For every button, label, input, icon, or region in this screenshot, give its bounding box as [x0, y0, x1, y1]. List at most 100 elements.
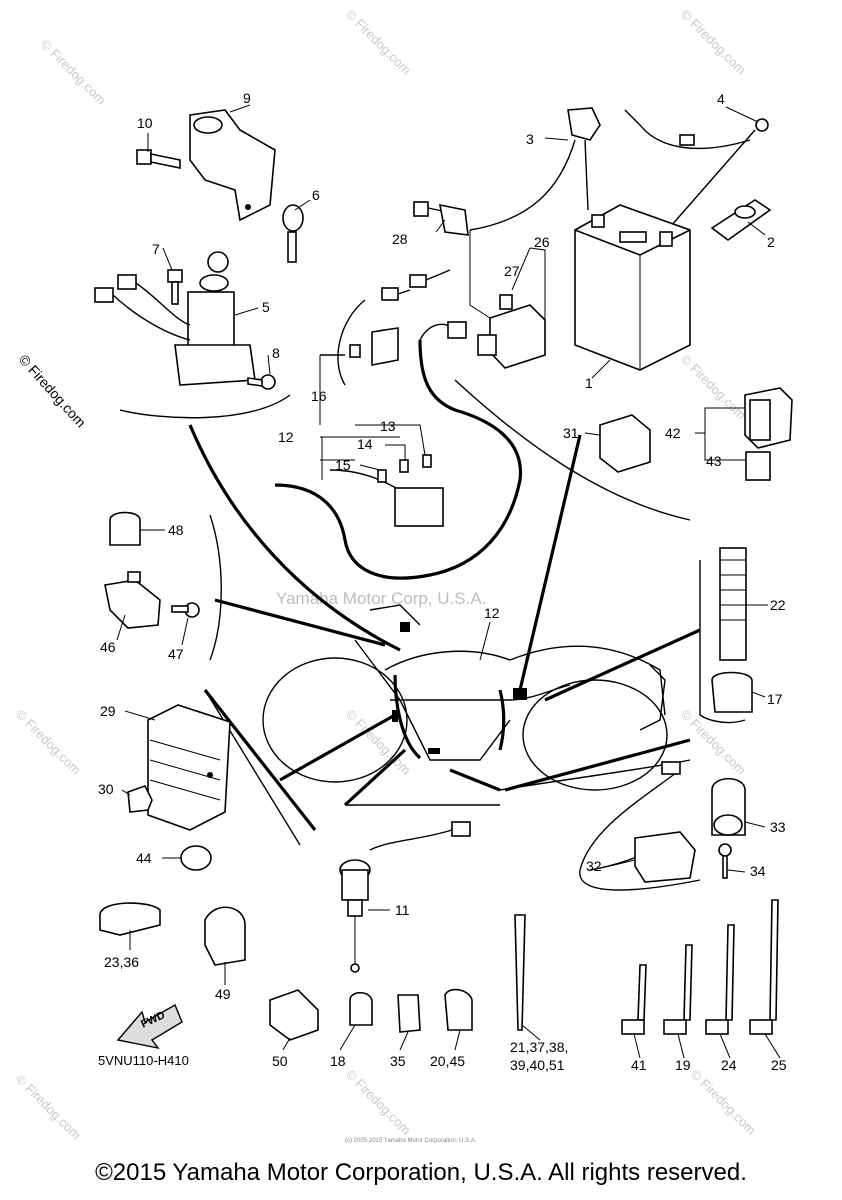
- tube-part-22: [719, 547, 747, 661]
- callout-16: 16: [311, 388, 327, 404]
- callout-20-45: 20,45: [430, 1053, 465, 1069]
- callout-25: 25: [771, 1057, 787, 1073]
- callout-18: 18: [330, 1053, 346, 1069]
- diagram-code: 5VNU110-H410: [98, 1053, 189, 1068]
- clamp-part-20-45: [444, 988, 473, 1031]
- bolt-part-47: [171, 602, 200, 618]
- callout-13: 13: [380, 418, 396, 434]
- watermark-tile: © Firedog.com: [38, 37, 109, 108]
- callout-41: 41: [631, 1057, 647, 1073]
- bolt-part-10: [136, 149, 181, 169]
- watermark-center: Yamaha Motor Corp, U.S.A.: [276, 589, 486, 608]
- relay-part-42: [744, 387, 793, 449]
- battery-part-1: [574, 204, 691, 371]
- callout-17: 17: [767, 691, 783, 707]
- battery-cable-part-3: [469, 107, 601, 231]
- callout-3: 3: [526, 131, 534, 147]
- clamp-part-49: [204, 906, 246, 966]
- clamp-part-17: [711, 671, 753, 713]
- wire-harness-part-12: [274, 269, 523, 580]
- callout-labels: 9 10 6 7 5 8 4 3 2 26 27 28 1 16 13 12 1…: [98, 90, 787, 1073]
- callout-12-top: 12: [278, 429, 294, 445]
- main-switch-part-5: [94, 251, 256, 386]
- screw-part-34: [718, 843, 732, 879]
- starter-relay-part-26: [469, 230, 546, 369]
- clamp-part-18: [349, 991, 373, 1026]
- callout-21-line1: 21,37,38,: [510, 1039, 568, 1055]
- switch-part-11: [339, 821, 471, 973]
- callout-1: 1: [585, 375, 593, 391]
- cable-tie-part-25: [749, 899, 779, 1035]
- callout-49: 49: [215, 986, 231, 1002]
- callout-15: 15: [335, 457, 351, 473]
- callout-31: 31: [563, 425, 579, 441]
- group-frames: [119, 354, 746, 846]
- callout-27: 27: [504, 263, 520, 279]
- watermark-tile: © Firedog.com: [13, 707, 84, 778]
- callout-47: 47: [168, 646, 184, 662]
- clamp-part-44: [180, 845, 212, 871]
- callout-29: 29: [100, 703, 116, 719]
- fuse-part-27: [499, 294, 513, 310]
- callout-26: 26: [534, 234, 550, 250]
- bracket-part-9: [189, 109, 276, 222]
- fwd-arrow-icon: FWD: [116, 1003, 183, 1050]
- callout-9: 9: [243, 90, 251, 106]
- callout-5: 5: [262, 299, 270, 315]
- callout-7: 7: [152, 241, 160, 257]
- cable-tie-part-19: [663, 944, 693, 1035]
- screw-part-8: [247, 374, 276, 390]
- rectifier-regulator-part-29: [147, 704, 231, 831]
- callout-30: 30: [98, 781, 114, 797]
- callout-44: 44: [136, 850, 152, 866]
- clamp-part-35: [397, 994, 421, 1033]
- watermark-tile: © Firedog.com: [678, 7, 749, 78]
- callout-8: 8: [272, 345, 280, 361]
- callout-42: 42: [665, 425, 681, 441]
- nut-part-30: [127, 785, 153, 813]
- watermark-side: © Firedog.com: [16, 351, 89, 430]
- copyright-notice: ©2015 Yamaha Motor Corporation, U.S.A. A…: [95, 1159, 747, 1186]
- callout-12-bike: 12: [484, 605, 500, 621]
- watermark-tile: © Firedog.com: [678, 352, 749, 423]
- callout-14: 14: [357, 436, 373, 452]
- callout-23-36: 23,36: [104, 954, 139, 970]
- cable-tie-part-21: [514, 914, 526, 1031]
- callout-48: 48: [168, 522, 184, 538]
- guide-lines: [188, 424, 701, 831]
- callout-34: 34: [750, 863, 766, 879]
- callout-10: 10: [137, 115, 153, 131]
- leader-lines: [116, 104, 781, 1059]
- callout-28: 28: [392, 231, 408, 247]
- callout-22: 22: [770, 597, 786, 613]
- watermark-tile: © Firedog.com: [343, 1067, 414, 1138]
- screw-part-7: [167, 269, 183, 305]
- callout-21-line2: 39,40,51: [510, 1057, 565, 1073]
- callout-2: 2: [767, 234, 775, 250]
- callout-35: 35: [390, 1053, 406, 1069]
- small-print: (c) 2005-2015 Yamaha Motor Corporation, …: [345, 1138, 477, 1144]
- cable-tie-part-24: [705, 924, 735, 1035]
- cover-part-43: [745, 451, 771, 481]
- clamp-part-23-36: [99, 902, 161, 936]
- callout-19: 19: [675, 1057, 691, 1073]
- callout-46: 46: [100, 639, 116, 655]
- battery-band-part-2: [710, 199, 772, 241]
- callout-6: 6: [312, 187, 320, 203]
- clamp-part-48: [109, 511, 141, 546]
- callout-33: 33: [770, 819, 786, 835]
- watermark-layer: © Firedog.com © Firedog.com © Firedog.co…: [13, 7, 759, 1143]
- cover-part-33: [711, 777, 746, 836]
- watermark-tile: © Firedog.com: [688, 1067, 759, 1138]
- cable-tie-part-41: [621, 964, 647, 1035]
- callout-4: 4: [717, 91, 725, 107]
- callout-43: 43: [706, 453, 722, 469]
- callout-32: 32: [586, 858, 602, 874]
- key-part-6: [282, 204, 304, 263]
- watermark-tile: © Firedog.com: [343, 7, 414, 78]
- sensor-part-32: [579, 761, 701, 891]
- sensor-part-46: [104, 571, 161, 629]
- relay-part-31: [599, 414, 651, 473]
- callout-11: 11: [395, 902, 410, 918]
